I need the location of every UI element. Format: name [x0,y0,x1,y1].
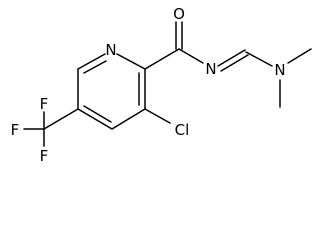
atom-n-amine: N [274,61,285,79]
bond-carbonyl-n [178,48,204,64]
atom-f-bottom: F [40,147,49,165]
bond-ring-c4-c5-inner [83,105,112,123]
atom-cl: Cl [175,121,190,139]
atom-f-top: F [40,95,49,113]
bond-c5-cf3 [43,108,79,130]
bond-n-methyl-top [287,48,312,64]
bond-n-ch-b [220,54,249,72]
atom-o: O [173,5,185,23]
bond-c3-cl [144,108,171,124]
chemical-structure: O N N N Cl F F F [11,5,312,165]
bond-ring-c4-c5 [77,108,113,130]
atom-n-imine: N [205,60,216,78]
atom-labels: O N N N Cl F F F [11,5,286,165]
bonds [23,21,312,147]
atom-f-left: F [11,121,20,139]
bond-c2-carbonyl [144,48,180,70]
atom-n-ring: N [105,41,116,59]
bond-ring-c6-n-inner [83,60,107,74]
bond-n-ch-a [217,49,246,67]
bond-ring-n-c2 [116,53,146,70]
bond-ring-c3-c4 [111,108,146,130]
bond-ch-n [245,51,273,67]
bond-ring-c6-n [77,53,106,70]
